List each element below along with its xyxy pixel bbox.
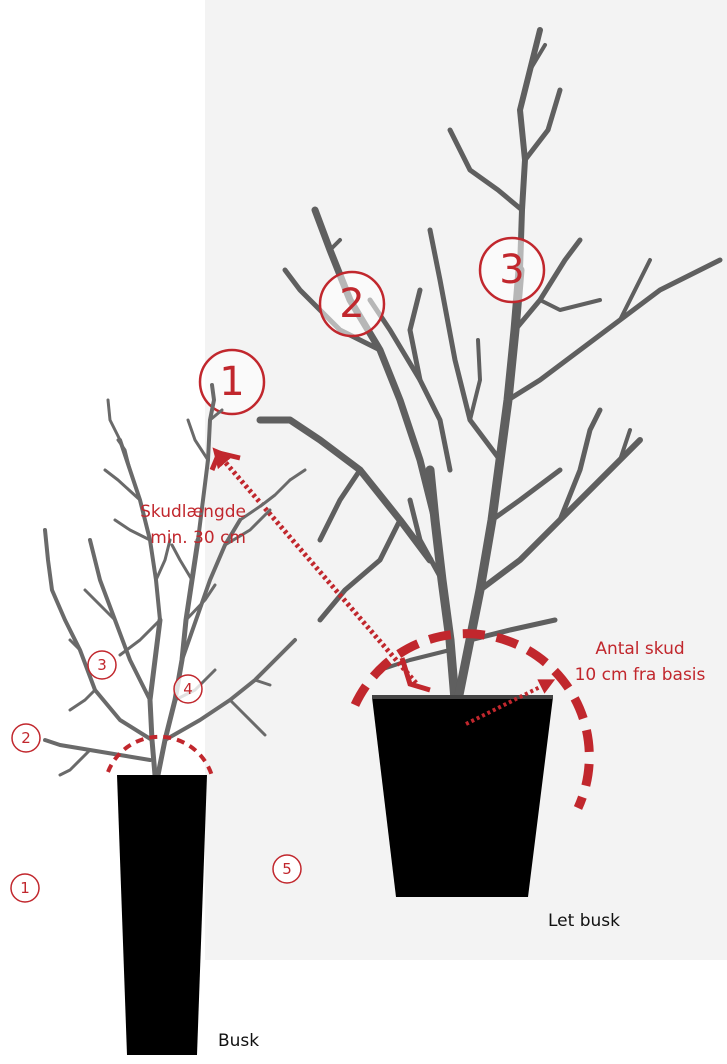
small-shoot-number-4: 4 (178, 678, 198, 700)
count-label-line1: Antal skud (560, 638, 720, 660)
shoot-length-label-line2: min. 30 cm (90, 527, 246, 549)
large-shoot-number-3: 3 (492, 246, 532, 294)
count-label-line2: 10 cm fra basis (560, 664, 720, 686)
large-shoot-number-1: 1 (212, 358, 252, 406)
small-shoot-number-3: 3 (92, 654, 112, 676)
small-shoot-number-1: 1 (15, 877, 35, 899)
small-shoot-number-5: 5 (277, 858, 297, 880)
large-plant-caption: Let busk (548, 910, 620, 932)
small-shoot-number-2: 2 (16, 727, 36, 749)
small-plant-pot (117, 775, 207, 1055)
large-plant-pot (372, 697, 553, 897)
large-shoot-number-2: 2 (332, 280, 372, 328)
shoot-length-label-line1: Skudlængde (90, 501, 246, 523)
small-plant-caption: Busk (218, 1030, 259, 1052)
